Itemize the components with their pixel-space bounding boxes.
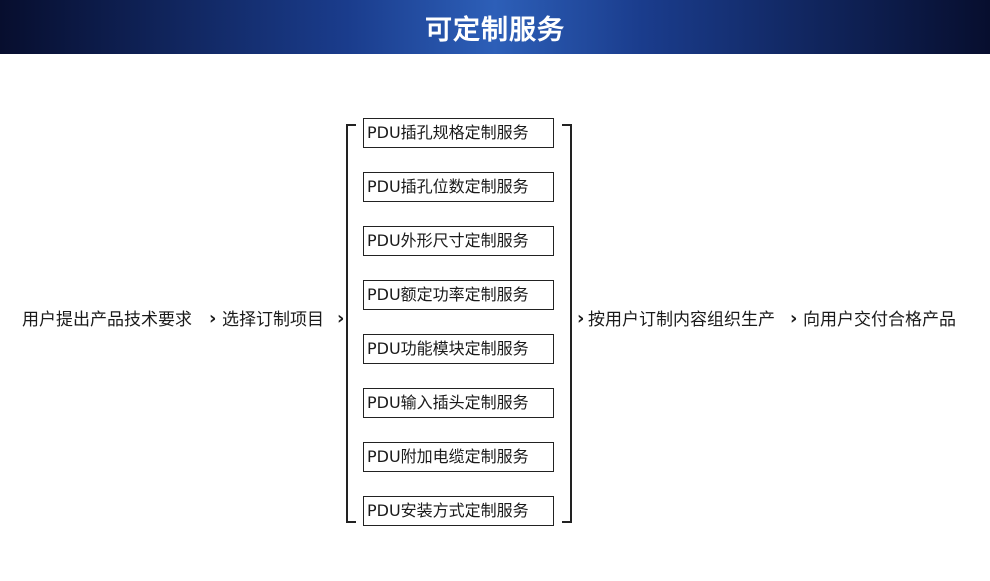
service-box-mounting: PDU安装方式定制服务 bbox=[363, 496, 554, 526]
left-bracket bbox=[346, 124, 356, 523]
service-box-rated-power: PDU额定功率定制服务 bbox=[363, 280, 554, 310]
service-box-socket-count: PDU插孔位数定制服务 bbox=[363, 172, 554, 202]
flow-step-user-request: 用户提出产品技术要求 bbox=[22, 310, 192, 330]
chevron-right-icon: › bbox=[337, 308, 345, 329]
service-box-socket-spec: PDU插孔规格定制服务 bbox=[363, 118, 554, 148]
service-box-dimensions: PDU外形尺寸定制服务 bbox=[363, 226, 554, 256]
flow-step-delivery: 向用户交付合格产品 bbox=[803, 310, 956, 330]
service-box-extra-cable: PDU附加电缆定制服务 bbox=[363, 442, 554, 472]
flow-step-select-items: 选择订制项目 bbox=[222, 310, 324, 330]
flow-step-production: 按用户订制内容组织生产 bbox=[588, 310, 775, 330]
service-box-function-module: PDU功能模块定制服务 bbox=[363, 334, 554, 364]
chevron-right-icon: › bbox=[790, 308, 798, 329]
header-banner: 可定制服务 bbox=[0, 0, 990, 54]
page-title: 可定制服务 bbox=[425, 14, 565, 46]
right-bracket bbox=[562, 124, 572, 523]
chevron-right-icon: › bbox=[577, 308, 585, 329]
chevron-right-icon: › bbox=[209, 308, 217, 329]
service-box-input-plug: PDU输入插头定制服务 bbox=[363, 388, 554, 418]
